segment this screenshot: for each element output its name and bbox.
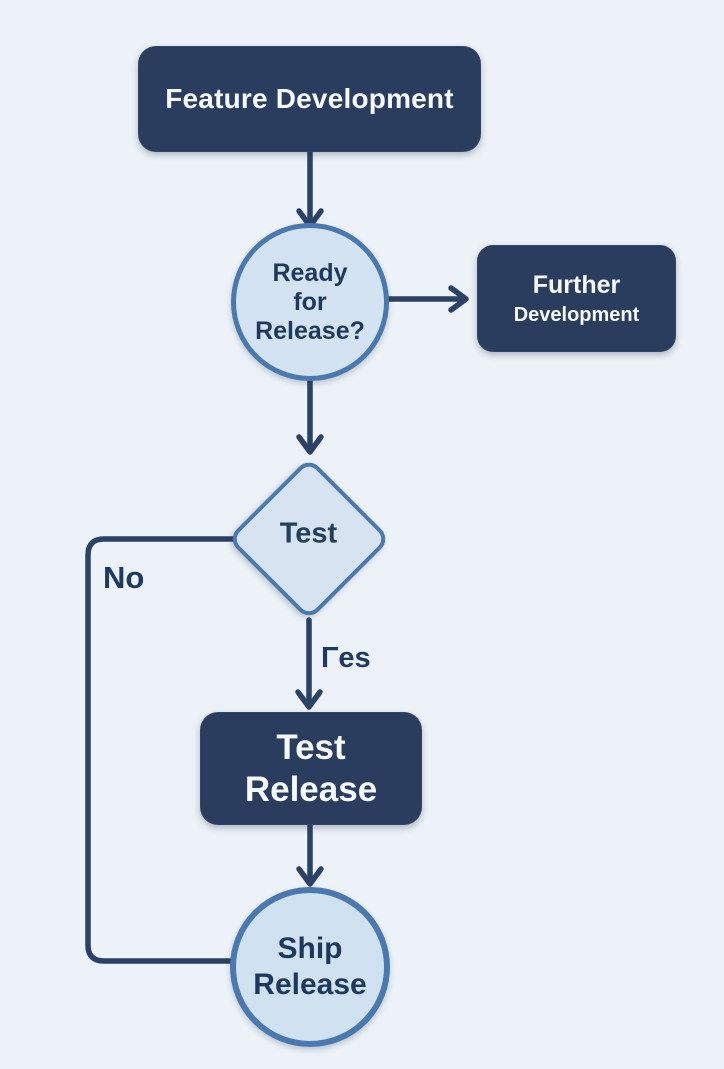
node-test-release-label-line2: Release — [244, 769, 378, 809]
node-test-release: Test Release — [200, 712, 422, 825]
node-test-release-label-line1: Test — [276, 727, 346, 767]
node-ready-label-line2: for — [293, 287, 327, 316]
node-ready-for-release: Ready for Release? — [231, 223, 389, 381]
node-feature-development-label: Feature Development — [165, 83, 454, 114]
arrowhead-ready-to-test — [296, 434, 324, 455]
edge-label-yes: Γes — [321, 642, 371, 674]
node-ready-label-line3: Release? — [255, 316, 365, 345]
node-feature-development: Feature Development — [138, 46, 481, 152]
connector-no-loop — [85, 536, 241, 964]
node-further-label-line1: Further — [532, 270, 621, 299]
node-further-development: Further Development — [477, 245, 676, 352]
arrowhead-test-release-to-ship — [296, 866, 324, 887]
node-further-label-line2: Development — [513, 303, 640, 326]
node-ready-label-line1: Ready — [272, 258, 348, 287]
arrowhead-ready-to-further — [448, 285, 469, 313]
node-ship-label-line1: Ship — [277, 932, 343, 965]
edge-label-no: No — [103, 560, 145, 595]
arrowhead-test-to-test-release — [295, 689, 323, 710]
node-ship-label-line2: Release — [253, 968, 367, 1001]
node-test-label: Test — [280, 517, 338, 550]
node-ship-release: Ship Release — [230, 887, 390, 1047]
